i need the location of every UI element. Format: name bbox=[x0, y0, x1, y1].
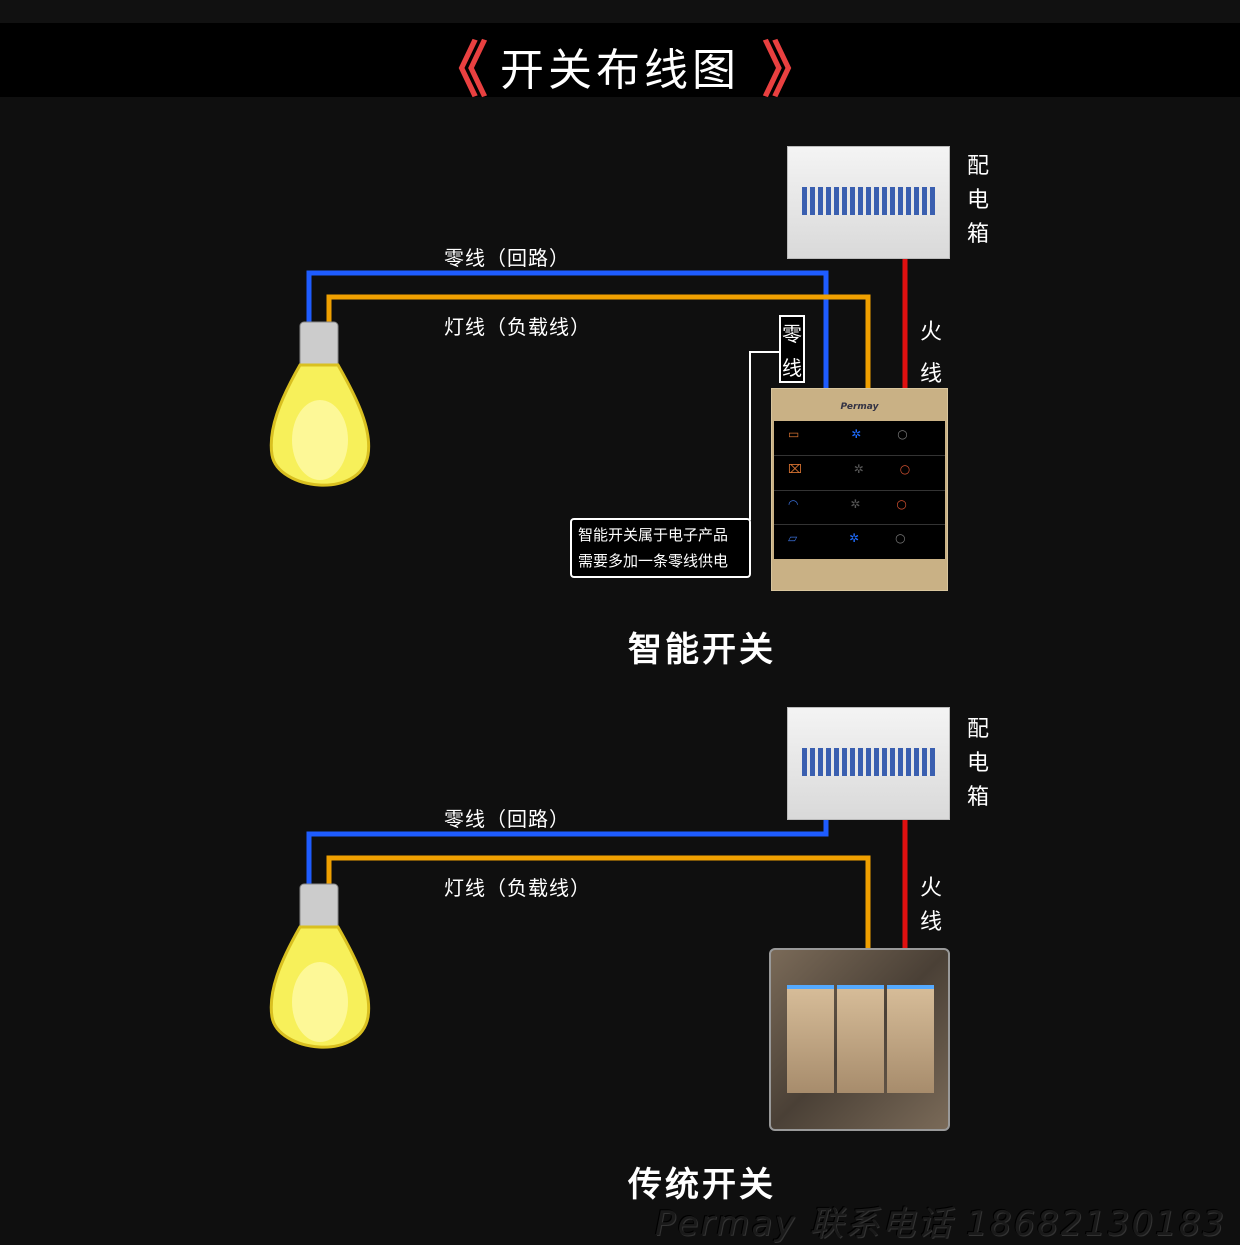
rocker-button[interactable] bbox=[837, 985, 884, 1093]
load-wire-smart bbox=[326, 294, 871, 388]
smart-switch: Permay ▭ ✲○ ⌧ ✲○ ◠ ✲○ ▱ ✲○ bbox=[771, 388, 948, 591]
page-title: 开关布线图 bbox=[500, 45, 740, 96]
live-wire-label: 火线 bbox=[919, 876, 942, 935]
bed-icon: ⌧ ✲○ bbox=[774, 455, 945, 490]
load-wire-traditional bbox=[326, 855, 871, 948]
live-wire-label: 火线 bbox=[919, 320, 942, 387]
neutral-wire-traditional bbox=[306, 818, 829, 885]
neutral-wire-smart bbox=[306, 270, 829, 388]
double-chevron-right-icon: 》 bbox=[762, 36, 822, 106]
rocker-button[interactable] bbox=[787, 985, 834, 1093]
distribution-box bbox=[787, 146, 950, 259]
neutral-wire-label: 零线（回路） bbox=[444, 246, 570, 270]
sofa-icon: ▭ ✲○ bbox=[774, 421, 945, 455]
double-chevron-left-icon: 《 bbox=[428, 36, 488, 106]
traditional-switch bbox=[769, 948, 950, 1131]
smart-switch-caption: 智能开关 bbox=[628, 630, 776, 670]
traditional-switch-caption: 传统开关 bbox=[628, 1165, 776, 1205]
top-strip bbox=[0, 0, 1240, 23]
neutral-wire-label: 零线（回路） bbox=[444, 807, 570, 831]
rocker-button[interactable] bbox=[887, 985, 934, 1093]
note-line-2: 需要多加一条零线供电 bbox=[578, 552, 729, 570]
curtain-icon: ◠ ✲○ bbox=[774, 490, 945, 525]
distribution-box-label: 配电箱 bbox=[966, 154, 989, 247]
bulb-icon bbox=[269, 321, 371, 487]
load-wire-label: 灯线（负载线） bbox=[444, 876, 591, 900]
smart-switch-brand: Permay bbox=[840, 402, 879, 412]
scene-icon: ▱ ✲○ bbox=[774, 525, 945, 559]
neutral-tag: 零线 bbox=[779, 315, 805, 383]
callout-line bbox=[749, 351, 779, 520]
note-bubble: 智能开关属于电子产品 需要多加一条零线供电 bbox=[570, 518, 751, 578]
bulb-icon bbox=[269, 883, 371, 1049]
watermark: Permay 联系电话 18682130183 bbox=[655, 1204, 1227, 1244]
load-wire-label: 灯线（负载线） bbox=[444, 315, 591, 339]
note-line-1: 智能开关属于电子产品 bbox=[578, 526, 729, 544]
distribution-box bbox=[787, 707, 950, 820]
header-bar bbox=[0, 23, 1240, 97]
distribution-box-label: 配电箱 bbox=[966, 717, 989, 810]
